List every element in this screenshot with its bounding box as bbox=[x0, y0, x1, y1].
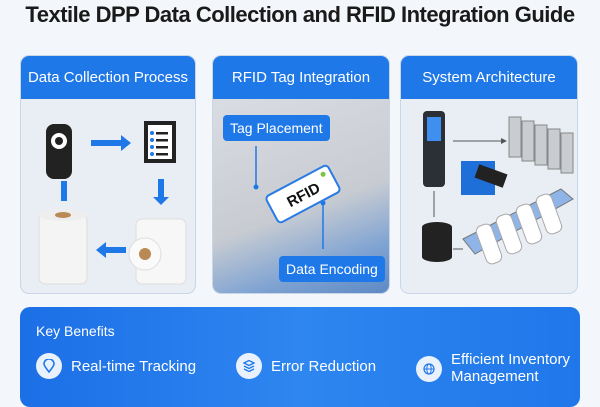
key-benefits-title: Key Benefits bbox=[36, 323, 115, 339]
benefit-label: Error Reduction bbox=[271, 357, 377, 375]
fabric-illustration: RFID bbox=[253, 146, 341, 249]
benefit-error-reduction: Error Reduction bbox=[236, 353, 376, 379]
layers-icon bbox=[236, 353, 262, 379]
panel-rfid-integration: RFID Tag Integration RFID Tag Placement … bbox=[212, 55, 390, 294]
page-title: Textile DPP Data Collection and RFID Int… bbox=[25, 2, 575, 27]
data-collection-illustration bbox=[38, 121, 187, 285]
system-architecture-illustration bbox=[422, 111, 574, 265]
database-icon bbox=[422, 222, 452, 262]
arrow-down-icon bbox=[153, 179, 169, 205]
arrow-left-icon bbox=[96, 242, 126, 258]
callout-data-encoding: Data Encoding bbox=[279, 256, 385, 282]
panel-system-architecture: System Architecture bbox=[400, 55, 578, 294]
arrow-right-icon bbox=[91, 135, 131, 151]
location-pin-icon bbox=[36, 353, 62, 379]
benefit-label: Efficient Inventory Management bbox=[451, 351, 570, 385]
panel-title: Data Collection Process bbox=[21, 56, 195, 99]
thread-spool-icon bbox=[38, 209, 88, 285]
rfid-scanner-icon bbox=[46, 124, 72, 179]
server-rack-icon bbox=[508, 116, 574, 174]
globe-icon bbox=[416, 356, 442, 382]
conveyor-rollers-icon bbox=[462, 188, 574, 265]
document-icon bbox=[144, 121, 176, 163]
callout-tag-placement: Tag Placement bbox=[223, 115, 330, 141]
rfid-tag-icon: RFID bbox=[265, 164, 341, 224]
key-benefits-panel: Key Benefits Real-time Tracking Error Re… bbox=[20, 307, 580, 407]
handheld-reader-icon bbox=[423, 111, 445, 187]
benefit-real-time-tracking: Real-time Tracking bbox=[36, 353, 196, 379]
benefit-efficient-inventory: Efficient Inventory Management bbox=[416, 351, 571, 385]
benefit-label: Real-time Tracking bbox=[71, 357, 197, 375]
connector-line bbox=[61, 181, 67, 201]
fabric-roll-icon bbox=[128, 218, 187, 285]
rfid-machine-icon bbox=[461, 161, 508, 195]
panel-title: RFID Tag Integration bbox=[213, 56, 389, 99]
panel-title: System Architecture bbox=[401, 56, 577, 99]
panel-data-collection: Data Collection Process bbox=[20, 55, 196, 294]
